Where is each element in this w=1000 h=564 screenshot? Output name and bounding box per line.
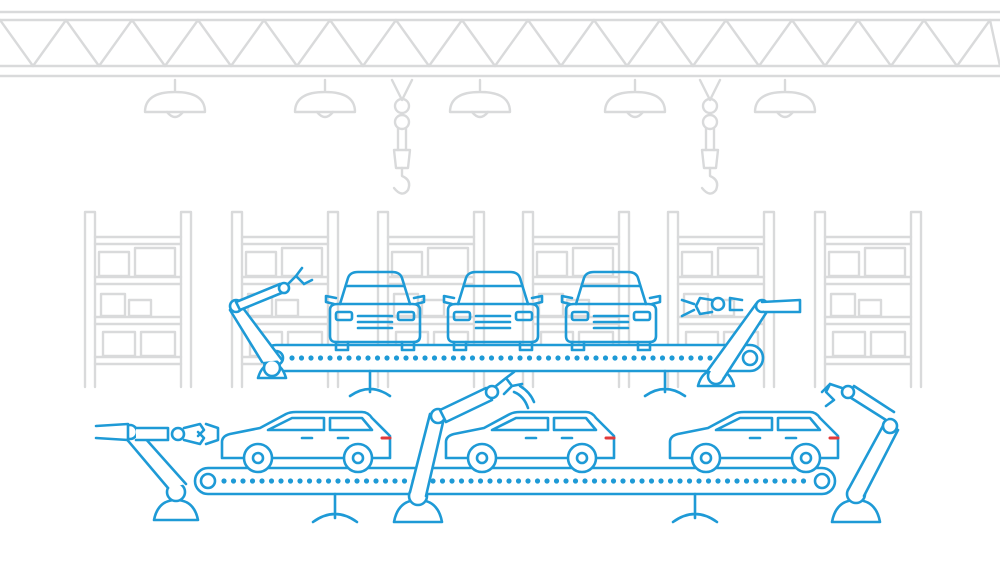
lower-car-2 bbox=[444, 410, 616, 474]
robot-arm-lower-left bbox=[94, 422, 220, 522]
crane-hooks bbox=[390, 78, 722, 195]
upper-conveyor bbox=[261, 343, 765, 398]
robot-arm-lower-middle bbox=[392, 370, 536, 524]
lower-car-1 bbox=[220, 410, 392, 474]
lower-car-3 bbox=[668, 410, 840, 474]
ceiling-truss bbox=[0, 10, 1000, 78]
robot-arm-upper-left bbox=[228, 266, 314, 380]
robot-arm-upper-right bbox=[680, 296, 802, 388]
lower-conveyor bbox=[193, 466, 837, 524]
robot-arm-lower-right bbox=[820, 382, 900, 524]
